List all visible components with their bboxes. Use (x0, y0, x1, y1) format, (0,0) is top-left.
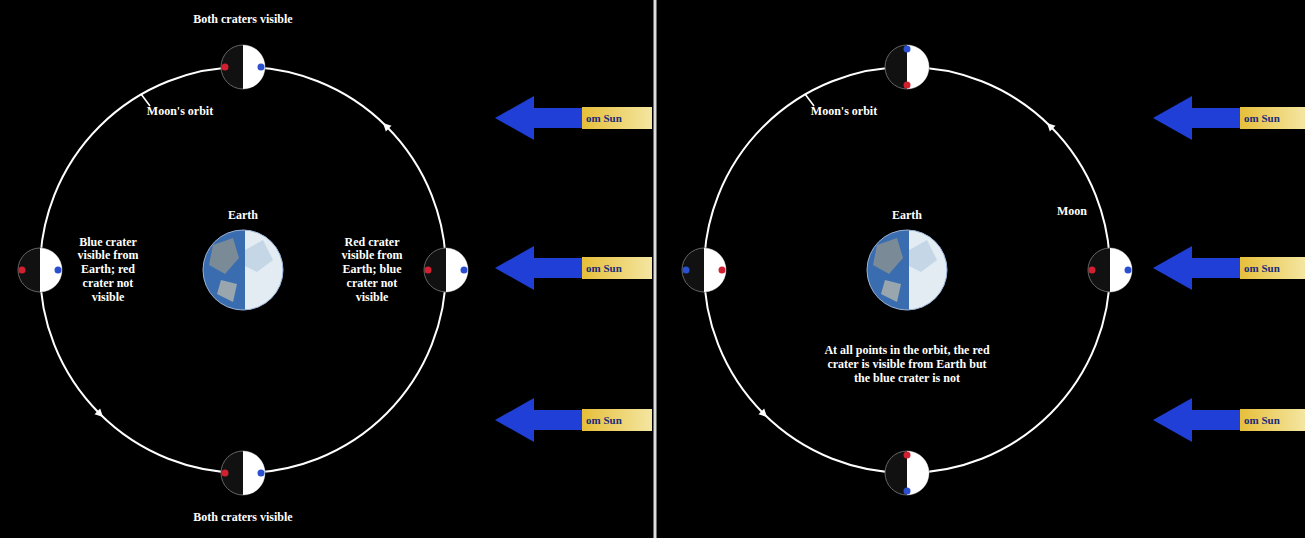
note: At all points in the orbit, the red crat… (820, 344, 995, 385)
moon-orbit (40, 67, 446, 473)
sun-label: om Sun (586, 262, 622, 274)
moon (424, 248, 468, 292)
red-crater (19, 267, 26, 274)
blue-crater (258, 470, 265, 477)
red-crater (904, 82, 911, 89)
blue-crater (461, 267, 468, 274)
orbit-direction-arrow (1047, 123, 1055, 131)
blue-crater (904, 488, 911, 495)
sun-arrow-head (495, 398, 534, 442)
moon (18, 248, 62, 292)
moon-label: Moon (1057, 205, 1087, 219)
sun-arrow-shaft (1190, 258, 1242, 278)
sun-arrow-shaft (532, 258, 584, 278)
sun-direction-box: om Sun (1240, 257, 1305, 279)
blue-crater (258, 64, 265, 71)
sun-direction-box: om Sun (1240, 107, 1305, 129)
moon-caption: Blue crater visible from Earth; red crat… (68, 236, 148, 305)
earth-label: Earth (892, 209, 922, 223)
sun-arrow-head (1153, 246, 1192, 290)
orbit-direction-arrow (759, 409, 767, 417)
red-crater (1089, 267, 1096, 274)
sun-direction-box: om Sun (1240, 409, 1305, 431)
moon (682, 248, 726, 292)
panel-divider (654, 0, 657, 538)
sun-label: om Sun (586, 414, 622, 426)
moon (885, 451, 929, 495)
blue-crater (1125, 267, 1132, 274)
moon (221, 451, 265, 495)
moon-caption: Both craters visible (193, 511, 292, 525)
blue-crater (683, 267, 690, 274)
sun-arrow-head (495, 96, 534, 140)
sun-direction-box: om Sun (582, 257, 652, 279)
red-crater (719, 267, 726, 274)
sun-arrow-shaft (532, 410, 584, 430)
sun-direction-box: om Sun (582, 409, 652, 431)
sun-label: om Sun (1244, 262, 1280, 274)
orbit-label: Moon's orbit (811, 105, 877, 119)
sun-arrow-shaft (1190, 108, 1242, 128)
sun-label: om Sun (1244, 112, 1280, 124)
red-crater (425, 267, 432, 274)
moon-caption: Red crater visible from Earth; blue crat… (332, 236, 412, 305)
red-crater (222, 64, 229, 71)
sun-arrow-shaft (1190, 410, 1242, 430)
earth-label: Earth (228, 209, 258, 223)
moon-caption: Both craters visible (193, 13, 292, 27)
sun-label: om Sun (586, 112, 622, 124)
sun-arrow-head (1153, 96, 1192, 140)
blue-crater (904, 46, 911, 53)
orbit-direction-arrow (383, 123, 391, 131)
moon (1088, 248, 1132, 292)
orbit-label: Moon's orbit (147, 105, 213, 119)
blue-crater (55, 267, 62, 274)
red-crater (904, 452, 911, 459)
sun-direction-box: om Sun (582, 107, 652, 129)
sun-label: om Sun (1244, 414, 1280, 426)
moon-orbit (704, 67, 1110, 473)
red-crater (222, 470, 229, 477)
sun-arrow-head (495, 246, 534, 290)
moon (885, 45, 929, 89)
sun-arrow-shaft (532, 108, 584, 128)
moon (221, 45, 265, 89)
earth-globe (203, 230, 285, 310)
orbit-direction-arrow (95, 409, 103, 417)
sun-arrow-head (1153, 398, 1192, 442)
earth-globe (867, 230, 949, 310)
